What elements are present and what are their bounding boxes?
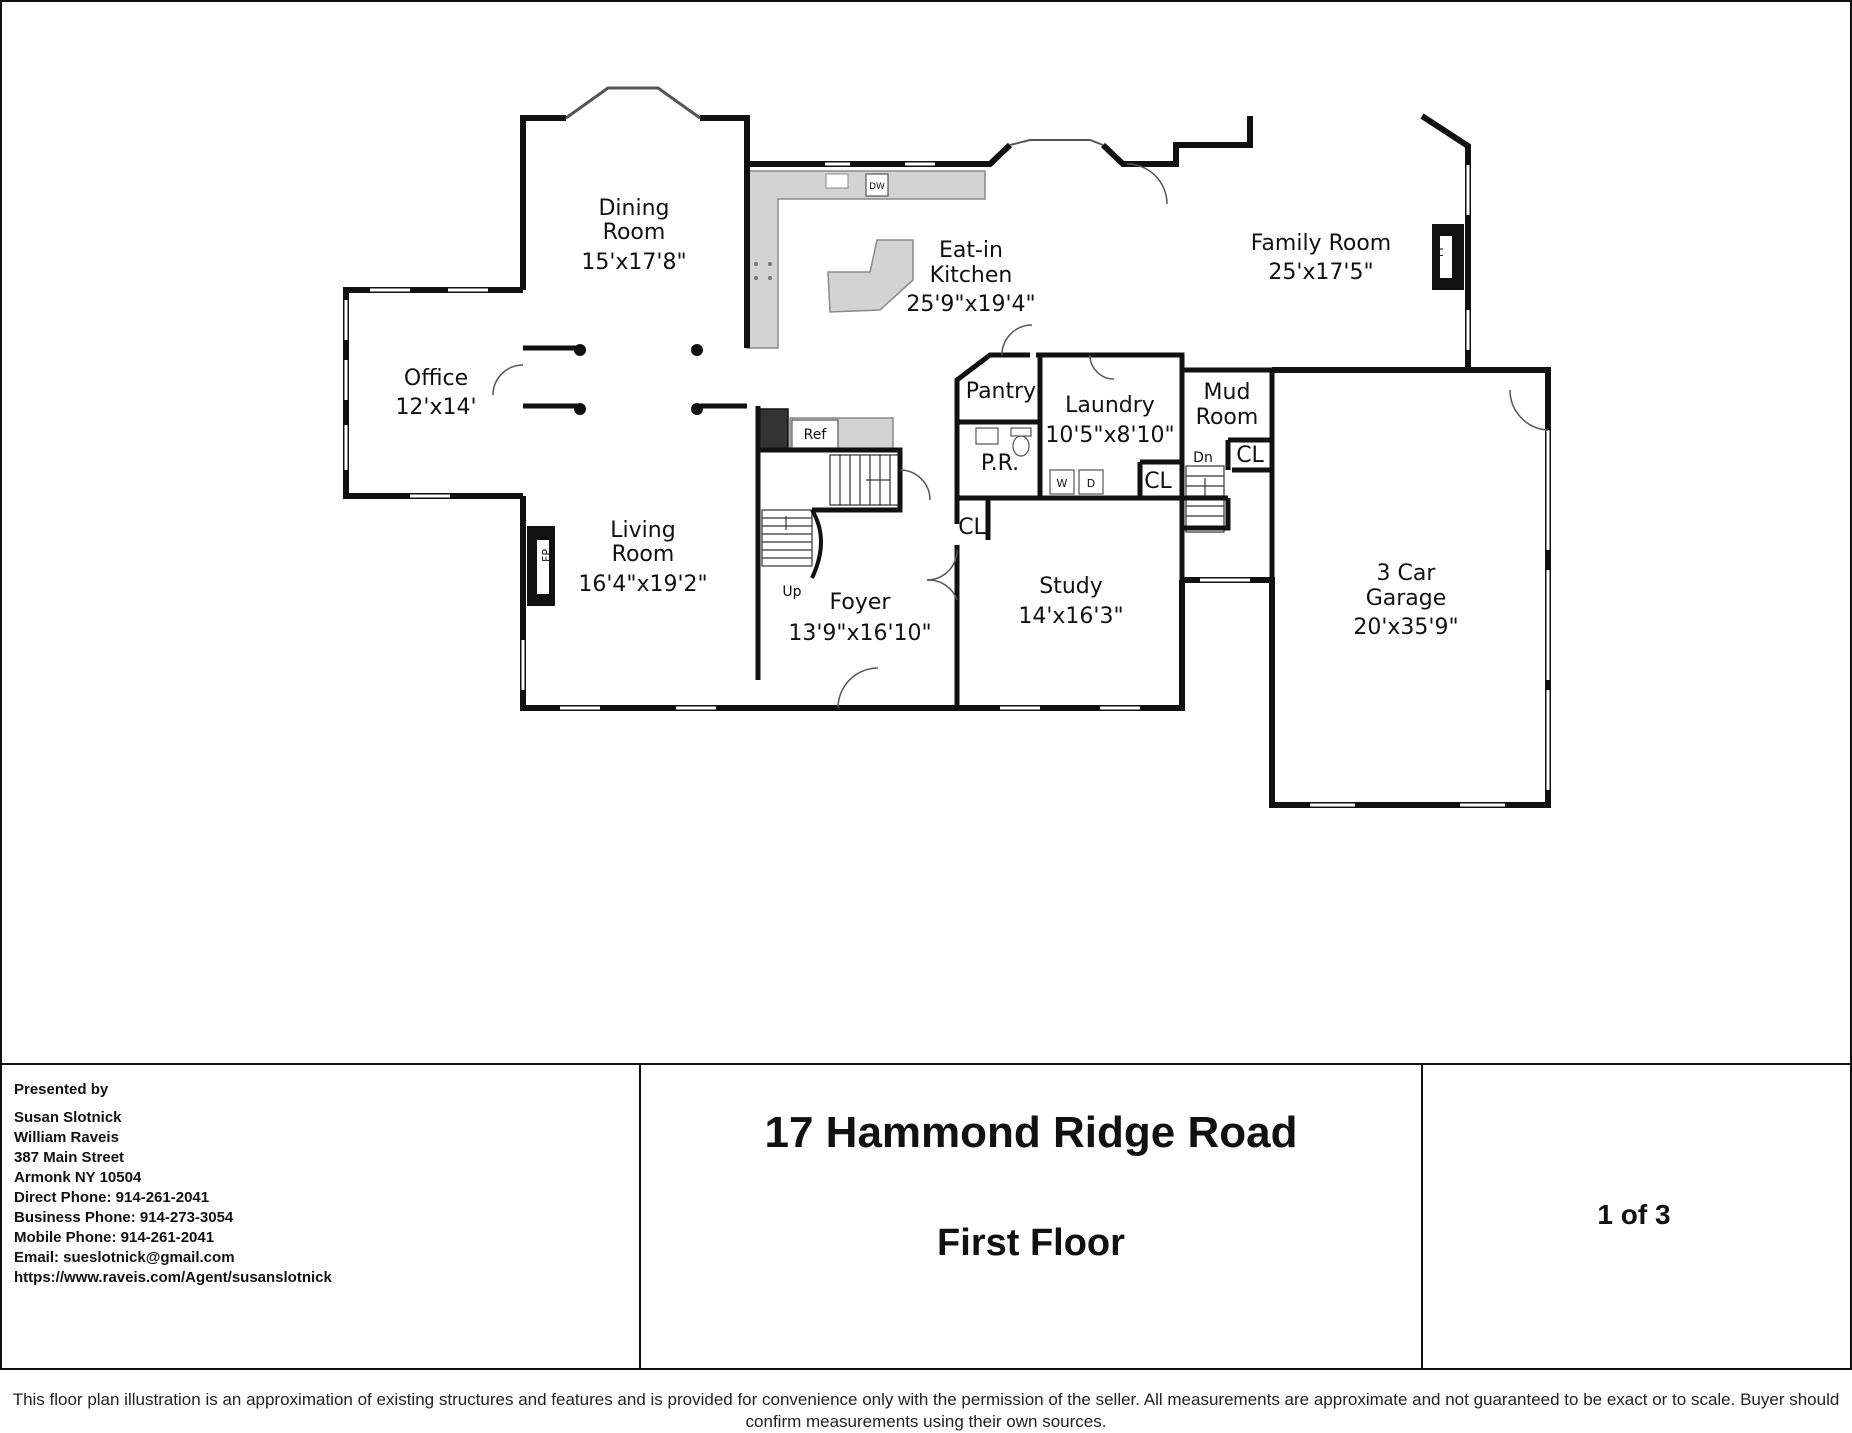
room-living-name-2: Room: [612, 542, 675, 567]
title-block: 17 Hammond Ridge Road First Floor: [642, 1064, 1420, 1369]
room-garage-dims: 20'x35'9": [1353, 615, 1458, 640]
room-laundry: Laundry 10'5"x8'10": [1045, 393, 1174, 448]
room-foyer: Foyer 13'9"x16'10": [788, 590, 931, 646]
room-garage-name-1: 3 Car: [1377, 561, 1437, 586]
room-garage-name-2: Garage: [1366, 586, 1447, 611]
room-office-dims: 12'x14': [395, 395, 476, 420]
room-family: Family Room 25'x17'5": [1251, 231, 1391, 285]
room-kitchen-name-1: Eat-in: [939, 238, 1003, 263]
room-study: Study 14'x16'3": [1018, 574, 1123, 629]
main-staircase: [761, 454, 901, 579]
kitchen-bay-window: [1009, 139, 1104, 146]
kitchen-sink: [825, 173, 849, 189]
living-fireplace-label: FP: [540, 549, 553, 562]
floor-name: First Floor: [937, 1222, 1125, 1264]
family-fireplace: [1432, 224, 1464, 290]
room-dining-name-2: Room: [603, 220, 666, 245]
room-kitchen: Eat-in Kitchen 25'9"x19'4": [906, 238, 1035, 317]
room-family-name: Family Room: [1251, 231, 1391, 256]
stairs-down-label: Dn: [1193, 450, 1213, 466]
windows: [344, 114, 1550, 807]
room-living-dims: 16'4"x19'2": [578, 572, 707, 597]
closet-label-mud: CL: [1236, 443, 1264, 468]
living-fireplace: [527, 526, 555, 606]
agent-street: 387 Main Street: [14, 1149, 125, 1166]
agent-email: Email: sueslotnick@gmail.com: [14, 1249, 235, 1266]
room-office: Office 12'x14': [395, 366, 476, 420]
room-study-dims: 14'x16'3": [1018, 604, 1123, 629]
room-foyer-dims: 13'9"x16'10": [788, 621, 931, 646]
closet-label-laundry: CL: [1144, 469, 1172, 494]
powder-room-fixtures: [975, 427, 1032, 457]
room-pantry-name: Pantry: [966, 379, 1036, 404]
room-family-dims: 25'x17'5": [1268, 260, 1373, 285]
washer-label: W: [1057, 477, 1068, 490]
room-garage: 3 Car Garage 20'x35'9": [1353, 561, 1458, 640]
refrigerator-label: Ref: [804, 427, 828, 443]
dishwasher: DW: [865, 173, 889, 197]
room-living: Living Room 16'4"x19'2": [578, 518, 707, 597]
agent-business-phone: Business Phone: 914-273-3054: [14, 1209, 234, 1226]
disclaimer: This floor plan illustration is an appro…: [12, 1390, 1840, 1431]
room-mud: Mud Room: [1196, 380, 1259, 430]
agent-website: https://www.raveis.com/Agent/susanslotni…: [14, 1269, 332, 1286]
agent-name: Susan Slotnick: [14, 1109, 122, 1126]
room-kitchen-name-2: Kitchen: [930, 263, 1013, 288]
agent-direct-phone: Direct Phone: 914-261-2041: [14, 1189, 210, 1206]
agent-info: Presented by Susan Slotnick William Rave…: [14, 1080, 634, 1370]
dryer-label: D: [1087, 477, 1095, 490]
room-powder-name: P.R.: [981, 451, 1019, 476]
sheet-frame: [0, 0, 1852, 1370]
agent-mobile-phone: Mobile Phone: 914-261-2041: [14, 1229, 215, 1246]
door-swings: [492, 163, 1549, 709]
bay-window: [565, 86, 701, 120]
exterior-walls: [343, 113, 1551, 808]
washer-dryer: [1049, 469, 1104, 495]
room-study-name: Study: [1039, 574, 1103, 599]
dishwasher-label: DW: [869, 182, 885, 192]
stairs-up-label: Up: [782, 584, 801, 600]
cooktop: [754, 262, 772, 280]
closet-label-hall: CL: [958, 515, 986, 540]
interior-walls: [523, 345, 1275, 708]
kitchen-counters: [746, 170, 986, 451]
agent-city: Armonk NY 10504: [14, 1169, 142, 1186]
room-mud-name-1: Mud: [1204, 380, 1251, 405]
room-office-name: Office: [404, 366, 468, 391]
room-laundry-dims: 10'5"x8'10": [1045, 423, 1174, 448]
page-number: 1 of 3: [1597, 1199, 1671, 1230]
room-dining-dims: 15'x17'8": [581, 250, 686, 275]
room-kitchen-dims: 25'9"x19'4": [906, 292, 1035, 317]
agent-brokerage: William Raveis: [14, 1129, 119, 1146]
room-foyer-name: Foyer: [830, 590, 892, 615]
room-living-name-1: Living: [610, 518, 675, 543]
property-address: 17 Hammond Ridge Road: [764, 1108, 1298, 1157]
room-dining-name-1: Dining: [598, 196, 669, 221]
room-laundry-name: Laundry: [1065, 393, 1155, 418]
family-fireplace-label: FP: [1433, 244, 1446, 257]
room-dining: Dining Room 15'x17'8": [581, 196, 686, 275]
agent-heading: Presented by: [14, 1081, 109, 1098]
page-number-block: 1 of 3: [1422, 1064, 1846, 1369]
room-mud-name-2: Room: [1196, 405, 1259, 430]
columns: [574, 344, 703, 415]
